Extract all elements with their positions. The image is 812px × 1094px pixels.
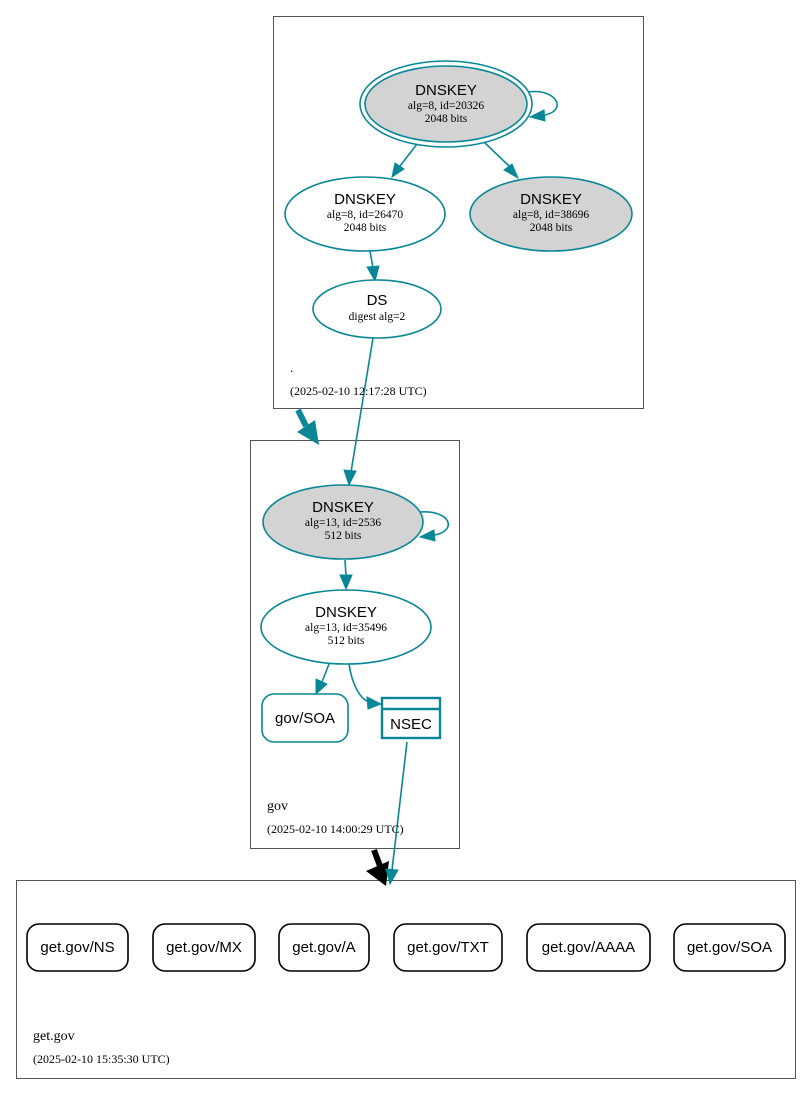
record-getgov-a[interactable]: get.gov/A: [278, 923, 370, 972]
arrowhead: [418, 529, 436, 542]
gov-ksk-details: alg=13, id=2536: [305, 517, 381, 529]
delegation-arrow-root-gov: [295, 408, 319, 445]
arrowhead: [503, 163, 520, 180]
arrowhead: [315, 678, 328, 696]
arrowhead: [391, 162, 405, 179]
arrowhead: [366, 696, 383, 710]
record-getgov-aaaa[interactable]: get.gov/AAAA: [526, 923, 651, 972]
edge-root-ksk-zsk: [399, 143, 418, 167]
edge-root-ksk-self: [527, 90, 558, 116]
gov-ksk-size: 512 bits: [325, 530, 362, 542]
root-key3-size: 2048 bits: [530, 222, 573, 234]
ds-title: DS: [367, 292, 388, 309]
record-label: get.gov/NS: [40, 939, 114, 956]
edge-gov-zsk-soa: [321, 663, 330, 683]
gov-ksk-node[interactable]: DNSKEY alg=13, id=2536 512 bits: [262, 484, 424, 560]
record-label: get.gov/AAAA: [542, 939, 635, 956]
delegation-arrow-gov-getgov: [366, 848, 389, 886]
edge-root-ksk-key3: [483, 141, 510, 167]
record-getgov-ns[interactable]: get.gov/NS: [26, 923, 129, 972]
zone-root-name: .: [290, 360, 293, 375]
ds-details: digest alg=2: [349, 311, 406, 323]
edge-root-zsk-ds: [369, 250, 374, 269]
record-label: get.gov/SOA: [687, 939, 772, 956]
root-ksk-details: alg=8, id=20326: [408, 100, 484, 112]
record-getgov-txt[interactable]: get.gov/TXT: [393, 923, 503, 972]
gov-ksk-title: DNSKEY: [312, 499, 374, 516]
root-zsk-title: DNSKEY: [334, 191, 396, 208]
zone-getgov-timestamp: (2025-02-10 15:35:30 UTC): [33, 1052, 170, 1066]
root-zsk-size: 2048 bits: [344, 222, 387, 234]
gov-zsk-node[interactable]: DNSKEY alg=13, id=35496 512 bits: [260, 589, 432, 665]
zone-gov-timestamp: (2025-02-10 14:00:29 UTC): [267, 822, 404, 836]
gov-soa-node[interactable]: gov/SOA: [261, 693, 349, 743]
arrowhead: [385, 868, 399, 886]
record-label: get.gov/MX: [166, 939, 242, 956]
arrowhead: [339, 574, 353, 591]
zone-gov-box: [250, 440, 460, 849]
zone-root-timestamp: (2025-02-10 12:17:28 UTC): [290, 384, 427, 398]
zone-getgov-box: [16, 880, 796, 1079]
arrowhead: [528, 109, 546, 122]
root-zsk-details: alg=8, id=26470: [327, 209, 403, 221]
edge-gov-ksk-zsk: [344, 559, 347, 577]
root-key3-title: DNSKEY: [520, 191, 582, 208]
edge-gov-ksk-self: [419, 511, 449, 536]
gov-zsk-title: DNSKEY: [315, 604, 377, 621]
edge-gov-zsk-nsec: [348, 663, 371, 703]
arrowhead: [366, 265, 380, 283]
record-getgov-soa[interactable]: get.gov/SOA: [673, 923, 786, 972]
record-label: get.gov/A: [292, 939, 355, 956]
gov-soa-label: gov/SOA: [275, 710, 335, 727]
root-ksk-size: 2048 bits: [425, 113, 468, 125]
arrowhead: [343, 469, 357, 487]
root-ksk-title: DNSKEY: [415, 82, 477, 99]
zone-getgov-name: get.gov: [33, 1029, 75, 1044]
nsec-label: NSEC: [390, 716, 432, 733]
gov-zsk-size: 512 bits: [328, 635, 365, 647]
edge-ds-gov-ksk: [350, 337, 374, 473]
edge-nsec-getgov: [391, 741, 408, 871]
zone-root-box: [273, 16, 644, 409]
root-key3-node[interactable]: DNSKEY alg=8, id=38696 2048 bits: [469, 176, 633, 252]
ds-node[interactable]: DS digest alg=2: [312, 279, 442, 339]
zone-gov-name: gov: [267, 799, 288, 814]
record-getgov-mx[interactable]: get.gov/MX: [152, 923, 256, 972]
gov-zsk-details: alg=13, id=35496: [305, 622, 387, 634]
root-key3-details: alg=8, id=38696: [513, 209, 589, 221]
root-ksk-node[interactable]: DNSKEY alg=8, id=20326 2048 bits: [359, 60, 533, 148]
record-label: get.gov/TXT: [407, 939, 489, 956]
nsec-node[interactable]: NSEC: [380, 696, 442, 740]
root-zsk-node[interactable]: DNSKEY alg=8, id=26470 2048 bits: [284, 176, 446, 252]
